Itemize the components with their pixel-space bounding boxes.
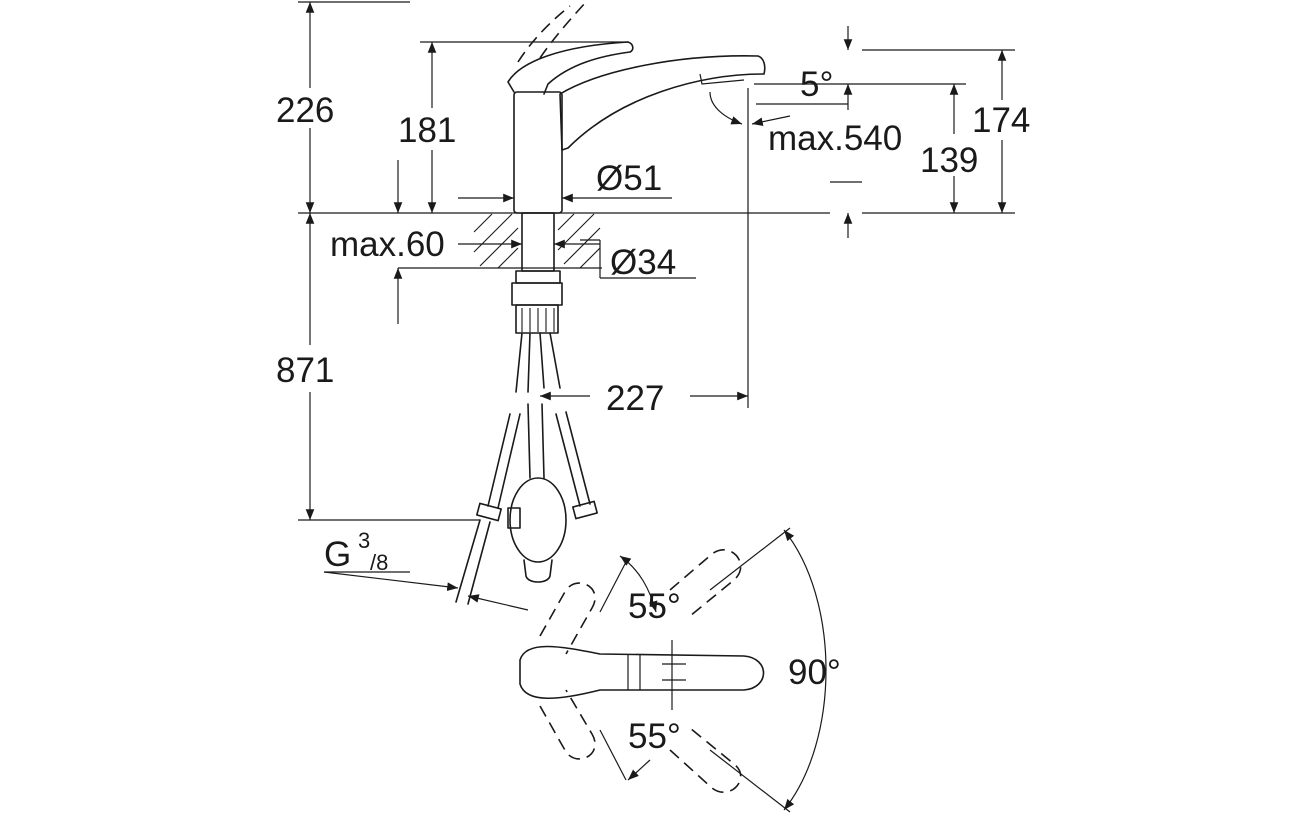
height-139-label: 139 bbox=[920, 141, 978, 180]
top-view-lever bbox=[519, 527, 827, 813]
under-counter-parts bbox=[455, 270, 598, 605]
thread-g-label: G bbox=[324, 535, 351, 574]
thread-den-label: /8 bbox=[370, 550, 388, 575]
max-reach-label: max.540 bbox=[768, 119, 902, 158]
countertop bbox=[298, 212, 1015, 269]
lever-rotation-label: 90° bbox=[788, 653, 841, 692]
height-174-label: 174 bbox=[972, 101, 1030, 140]
dimension-labels: 226 181 5° 174 max.540 139 Ø51 max.60 Ø3… bbox=[276, 65, 1030, 756]
body-diameter-label: Ø51 bbox=[596, 159, 662, 198]
height-total-label: 226 bbox=[276, 91, 334, 130]
hose-length-label: 871 bbox=[276, 351, 334, 390]
spout-angle-label: 5° bbox=[800, 65, 833, 104]
countertop-hatching bbox=[473, 213, 601, 269]
lever-angle-down-label: 55° bbox=[628, 717, 681, 756]
thread-num-label: 3 bbox=[358, 528, 370, 553]
lever-angle-up-label: 55° bbox=[628, 587, 681, 626]
dimension-lines bbox=[298, 1, 1015, 611]
height-spout-top-label: 181 bbox=[398, 111, 456, 150]
shank-diameter-label: Ø34 bbox=[610, 243, 676, 282]
spout-projection-label: 227 bbox=[606, 379, 664, 418]
max-countertop-label: max.60 bbox=[330, 225, 445, 264]
